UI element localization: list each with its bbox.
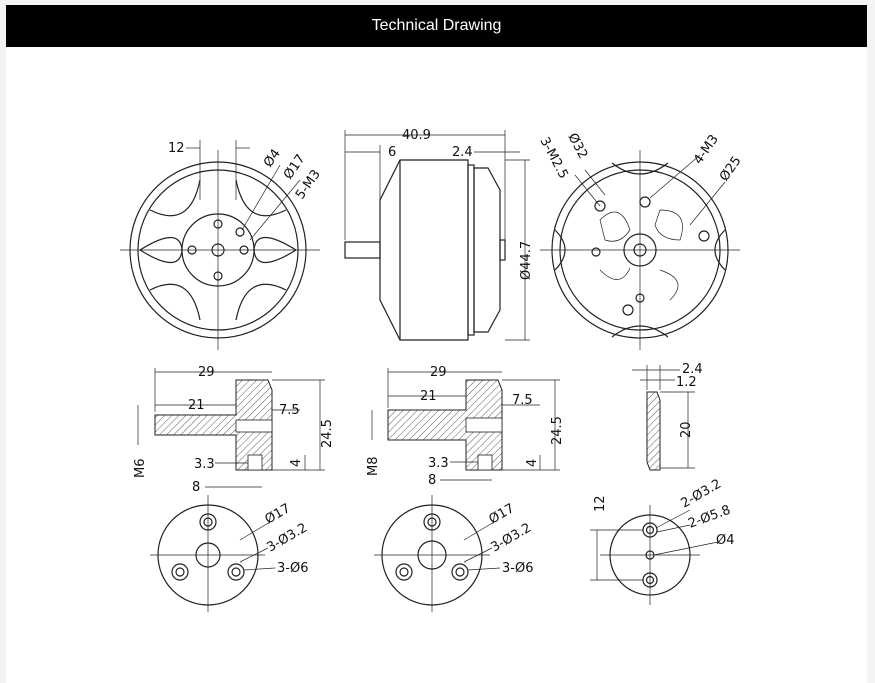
dim-21: 21 (188, 398, 205, 413)
dim-29: 29 (430, 365, 447, 380)
dim-20: 20 (679, 421, 694, 438)
dim-8: 8 (192, 480, 200, 495)
thread-m8: M8 (366, 457, 381, 477)
dim-d4: Ø4 (261, 147, 284, 171)
side-view: 40.9 6 2.4 Ø44.7 (344, 128, 534, 341)
dim-4: 4 (289, 459, 304, 467)
dim-d17: Ø17 (263, 501, 294, 527)
dim-d4: Ø4 (716, 533, 735, 548)
dim-21: 21 (420, 389, 437, 404)
section-header: Technical Drawing (6, 5, 867, 47)
front-view: 12 Ø4 Ø17 5-M3 (120, 140, 324, 350)
dim-1-2: 1.2 (676, 375, 697, 390)
dim-7-5: 7.5 (512, 393, 533, 408)
adapter-m8-section: 29 21 7.5 24.5 M8 3.3 4 8 (366, 365, 565, 488)
dim-4: 4 (525, 459, 540, 467)
rear-view: 3-M2.5 Ø32 4-M3 Ø25 (536, 131, 745, 350)
dim-shaft: 6 (388, 145, 396, 160)
dim-2-4: 2.4 (682, 362, 703, 377)
dim-12: 12 (168, 141, 185, 156)
washer-section: 2.4 1.2 20 (632, 362, 703, 471)
adapter-m6-face: Ø17 3-Ø3.2 3-Ø6 (150, 495, 310, 612)
dim-29: 29 (198, 365, 215, 380)
dim-diameter: Ø44.7 (519, 241, 534, 280)
adapter-m8-face: Ø17 3-Ø3.2 3-Ø6 (374, 495, 534, 612)
dim-gap: 2.4 (452, 145, 473, 160)
dim-counterbore: 3-Ø6 (277, 561, 308, 576)
dim-d25: Ø25 (717, 154, 745, 185)
dim-3-3: 3.3 (428, 456, 449, 471)
dim-24-5: 24.5 (550, 416, 565, 445)
dim-4m3: 4-M3 (691, 132, 722, 167)
dim-3-3: 3.3 (194, 457, 215, 472)
dim-d32: Ø32 (564, 131, 590, 162)
dim-d17: Ø17 (487, 501, 518, 527)
dim-3m25: 3-M2.5 (536, 135, 570, 182)
washer-face: 12 2-Ø3.2 2-Ø5.8 Ø4 (590, 477, 735, 605)
dim-12: 12 (593, 495, 608, 512)
content-panel: Technical Drawing (6, 5, 867, 683)
adapter-m6-section: 29 21 7.5 24.5 M6 3.3 4 8 (133, 365, 335, 495)
section-title: Technical Drawing (371, 17, 502, 34)
dim-24-5: 24.5 (320, 419, 335, 448)
dim-counterbore: 3-Ø6 (502, 561, 533, 576)
thread-m6: M6 (133, 459, 148, 479)
dim-length: 40.9 (402, 128, 431, 143)
dim-8: 8 (428, 473, 436, 488)
dim-7-5: 7.5 (279, 403, 300, 418)
